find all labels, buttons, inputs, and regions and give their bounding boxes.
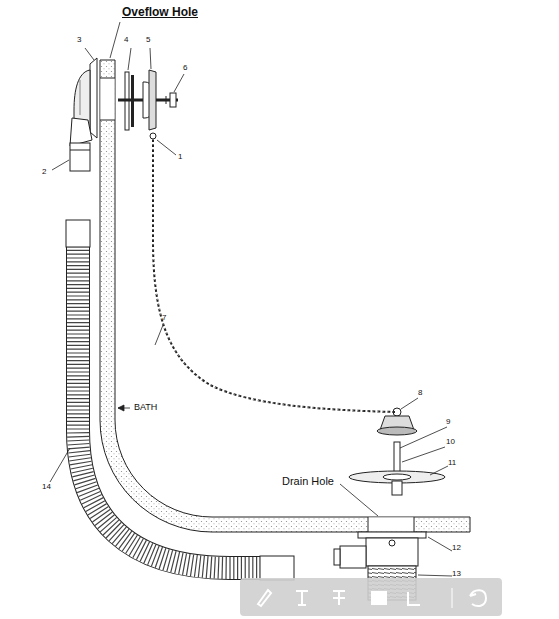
callout-number: 12: [452, 544, 461, 552]
callout-number: 3: [77, 36, 81, 44]
part-label: BATH: [134, 403, 157, 412]
callout-number: 8: [418, 389, 422, 397]
callout-number: 2: [42, 168, 46, 176]
callout-number: 11: [448, 459, 456, 467]
callout-number: 10: [446, 438, 455, 446]
callout-number: 1: [178, 153, 182, 161]
callout-number: 14: [42, 483, 51, 491]
callout-number: 13: [452, 570, 461, 578]
part-label: Oveflow Hole: [122, 6, 198, 18]
callout-number: 9: [446, 418, 450, 426]
callout-number: 7: [162, 314, 166, 322]
callout-number: 6: [183, 64, 187, 72]
callout-number: 4: [124, 36, 128, 44]
callout-number: 5: [146, 36, 150, 44]
part-label: Drain Hole: [282, 476, 334, 487]
